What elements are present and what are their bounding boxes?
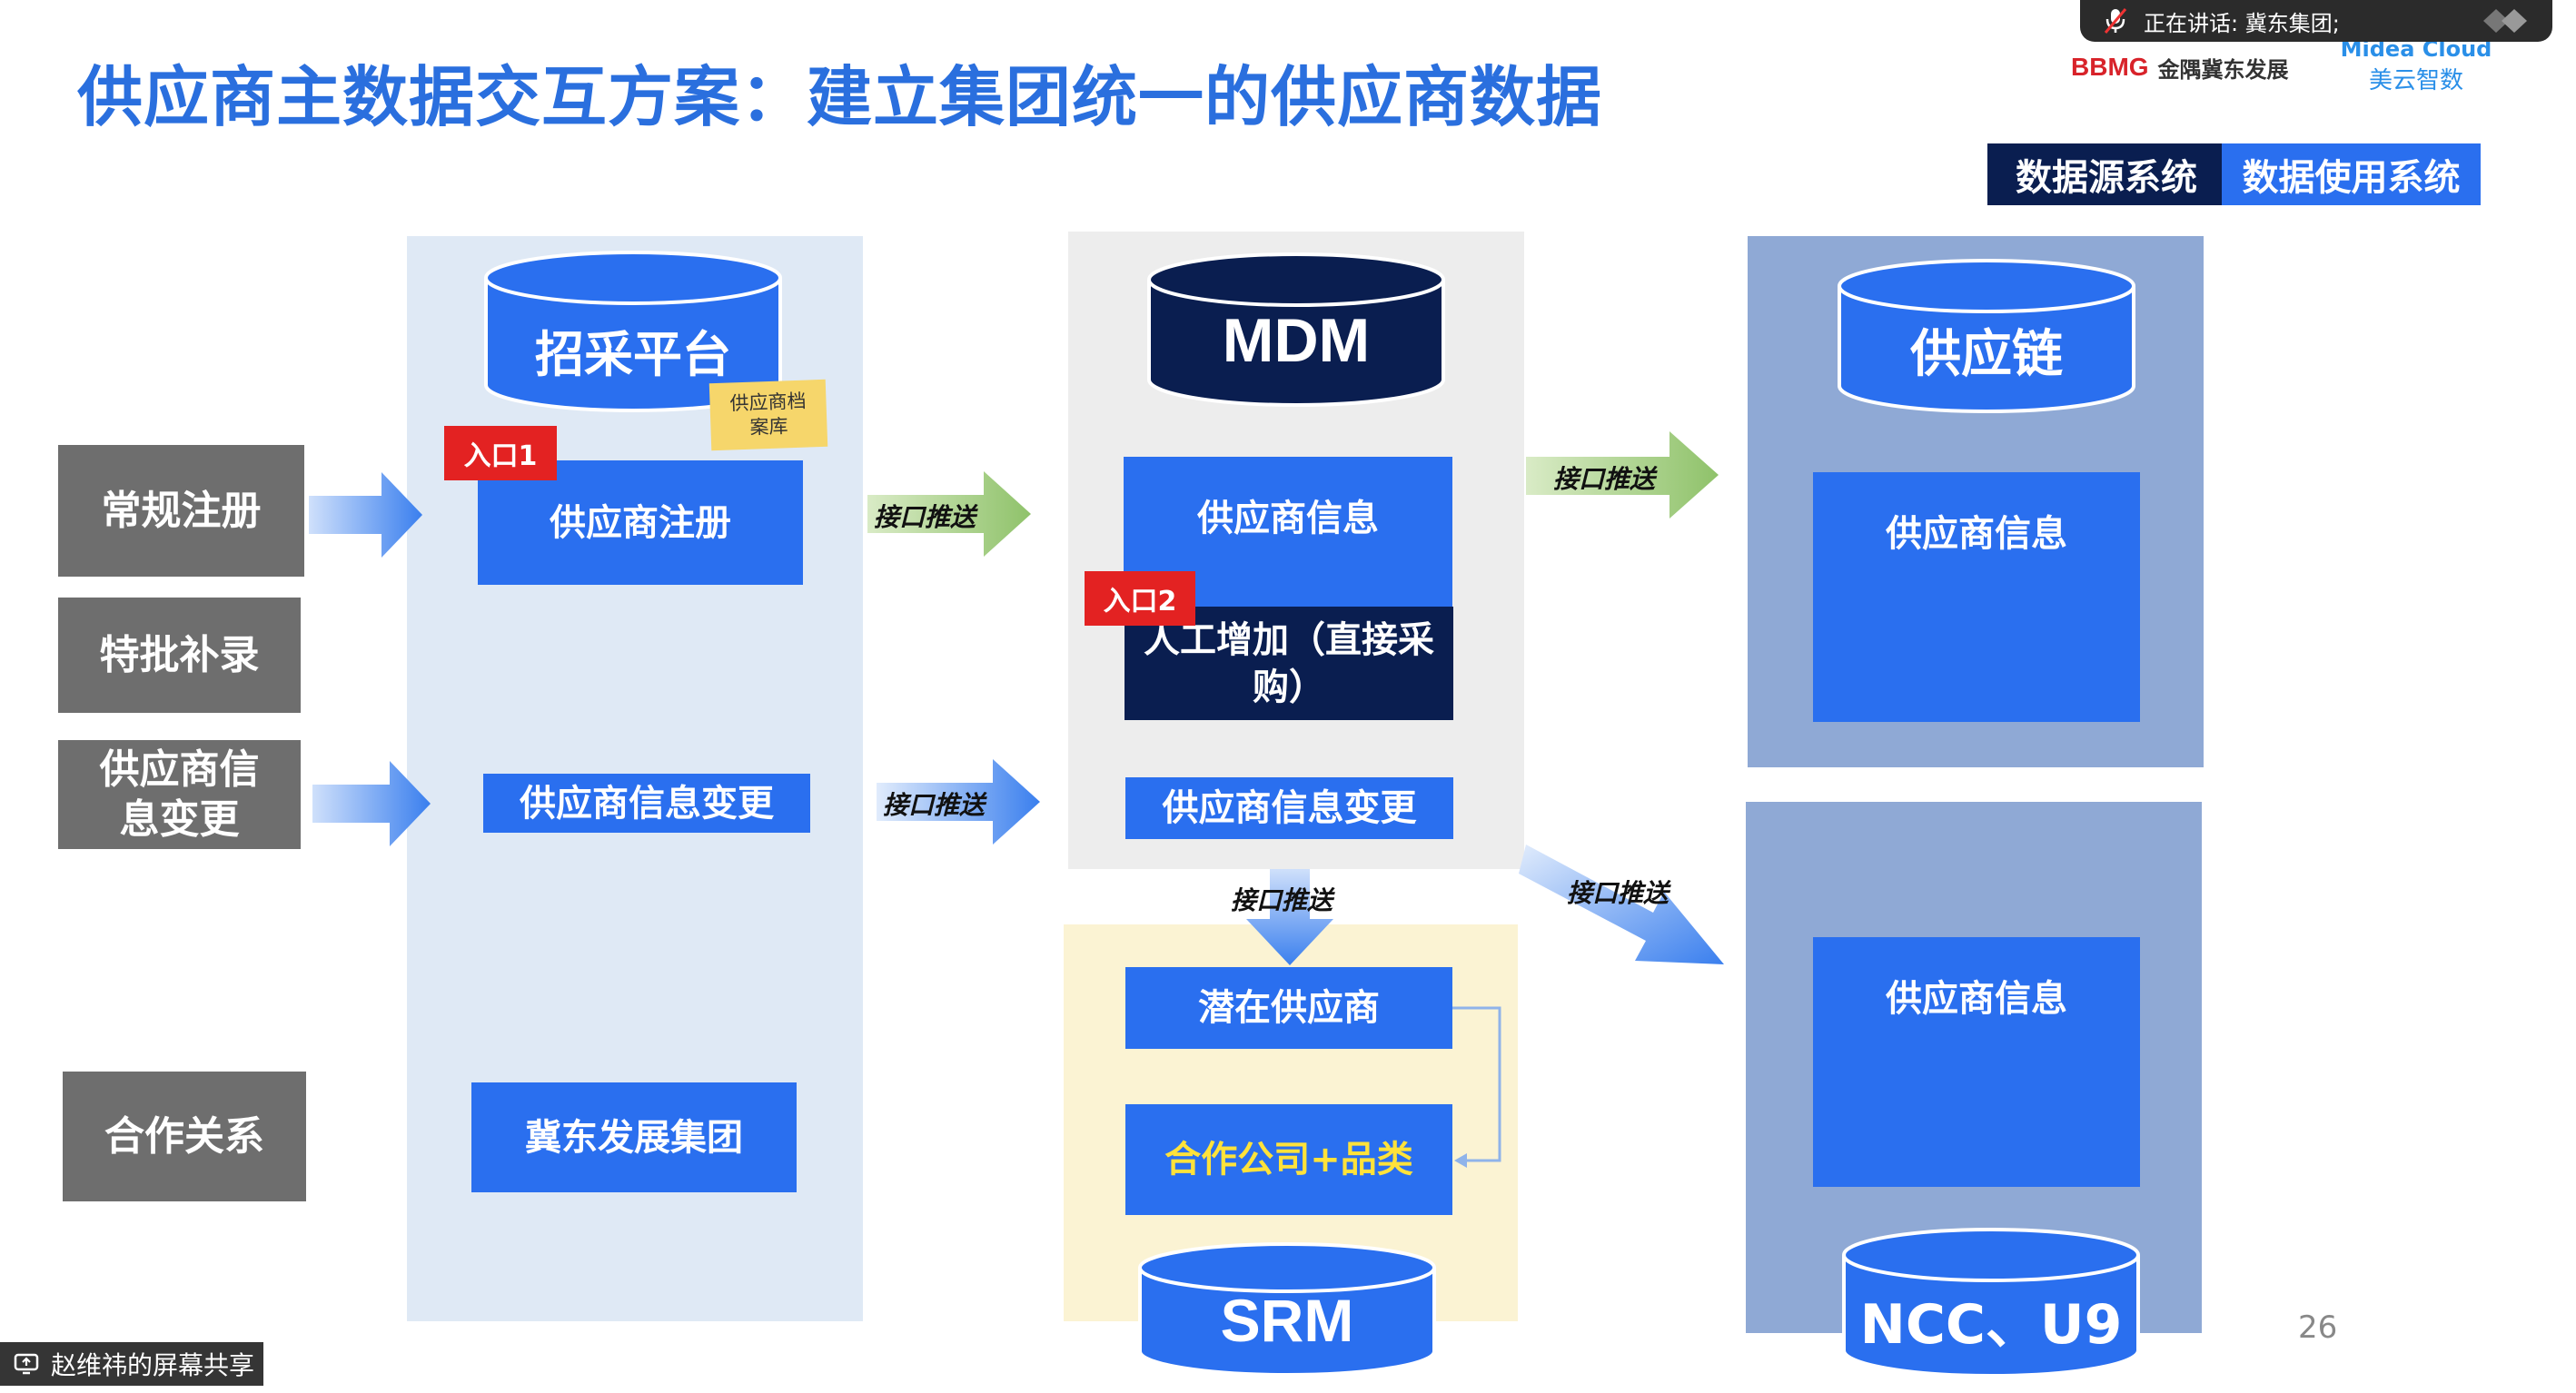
tag-entry-1: 入口1 — [444, 426, 557, 480]
arrow-mdm-to-supply-chain — [1526, 431, 1719, 519]
midea-cloud-logo-cn: 美云智数 — [2368, 67, 2463, 94]
arrow-regular-to-register — [309, 472, 422, 558]
bbmg-logo: BBMG 金隅冀东发展 — [2071, 47, 2289, 87]
db-supply-chain: 供应链 — [1837, 259, 2136, 413]
db-ncc-u9: NCC、U9 — [1841, 1228, 2141, 1378]
note-supplier-archive-text: 供应商档案库 — [729, 390, 807, 439]
box-jidong-group: 冀东发展集团 — [471, 1082, 797, 1192]
bbmg-logo-text: BBMG — [2071, 53, 2149, 81]
db-srm-label: SRM — [1220, 1287, 1354, 1354]
note-supplier-archive: 供应商档案库 — [708, 379, 828, 451]
label-regular-registration: 常规注册 — [58, 445, 304, 577]
label-push-3: 接口推送 — [1231, 885, 1333, 915]
arrow-mdm-to-ncc — [1519, 845, 1724, 964]
box-manual-add: 人工增加（直接采购） — [1125, 607, 1453, 720]
arrow-change-to-change — [312, 761, 431, 846]
label-special-supplement: 特批补录 — [58, 598, 301, 713]
db-srm: SRM — [1137, 1242, 1437, 1378]
box-supplier-register: 供应商注册 — [478, 460, 803, 585]
db-mdm-label: MDM — [1222, 306, 1371, 375]
expand-icon[interactable] — [2476, 7, 2534, 35]
connector-potential-to-coop — [1452, 1006, 1501, 1168]
tag-entry-2: 入口2 — [1085, 571, 1195, 626]
screen-share-badge[interactable]: 赵维祎的屏幕共享 — [0, 1342, 263, 1386]
mic-muted-icon — [2104, 7, 2127, 35]
midea-cloud-logo: Midea Cloud 美云智数 — [2334, 36, 2498, 95]
legend-usage: 数据使用系统 — [2222, 143, 2481, 205]
db-ncc-u9-label: NCC、U9 — [1859, 1293, 2123, 1357]
box-supply-chain-supplier-info: 供应商信息 — [1813, 472, 2140, 722]
legend-source: 数据源系统 — [1987, 143, 2225, 205]
box-manual-add-text: 人工增加（直接采购） — [1144, 618, 1434, 708]
db-mdm: MDM — [1146, 252, 1446, 407]
label-push-2: 接口推送 — [883, 790, 986, 820]
label-cooperation: 合作关系 — [63, 1072, 306, 1201]
db-bidding-platform: 招采平台 — [483, 251, 783, 414]
page-title: 供应商主数据交互方案：建立集团统一的供应商数据 — [77, 59, 1603, 135]
box-supplier-info-change-2: 供应商信息变更 — [1125, 777, 1453, 839]
box-supplier-info-change-1: 供应商信息变更 — [483, 774, 810, 833]
label-supplier-info-change: 供应商信息变更 — [58, 740, 301, 849]
db-supply-chain-label: 供应链 — [1910, 325, 2063, 384]
speaking-indicator-bar: 正在讲话: 冀东集团; — [2080, 0, 2552, 42]
box-ncc-supplier-info: 供应商信息 — [1813, 937, 2140, 1187]
arrow-register-to-mdm — [867, 471, 1031, 557]
label-push-5: 接口推送 — [1567, 878, 1669, 908]
page-number: 26 — [2298, 1309, 2338, 1346]
screen-share-icon — [14, 1353, 39, 1375]
box-potential-supplier: 潜在供应商 — [1125, 967, 1452, 1049]
label-push-4: 接口推送 — [1553, 464, 1656, 494]
box-company-category: 合作公司+品类 — [1125, 1104, 1452, 1215]
label-push-1: 接口推送 — [874, 502, 976, 532]
label-supplier-info-change-text: 供应商信息变更 — [99, 746, 260, 843]
speaking-text: 正在讲话: 冀东集团; — [2144, 10, 2340, 36]
screen-share-text: 赵维祎的屏幕共享 — [51, 1350, 255, 1380]
bbmg-logo-cn: 金隅冀东发展 — [2157, 56, 2289, 83]
arrow-mdm-to-srm — [1246, 869, 1333, 965]
db-bidding-platform-label: 招采平台 — [535, 326, 731, 383]
arrow-change-to-mdm — [877, 759, 1040, 845]
